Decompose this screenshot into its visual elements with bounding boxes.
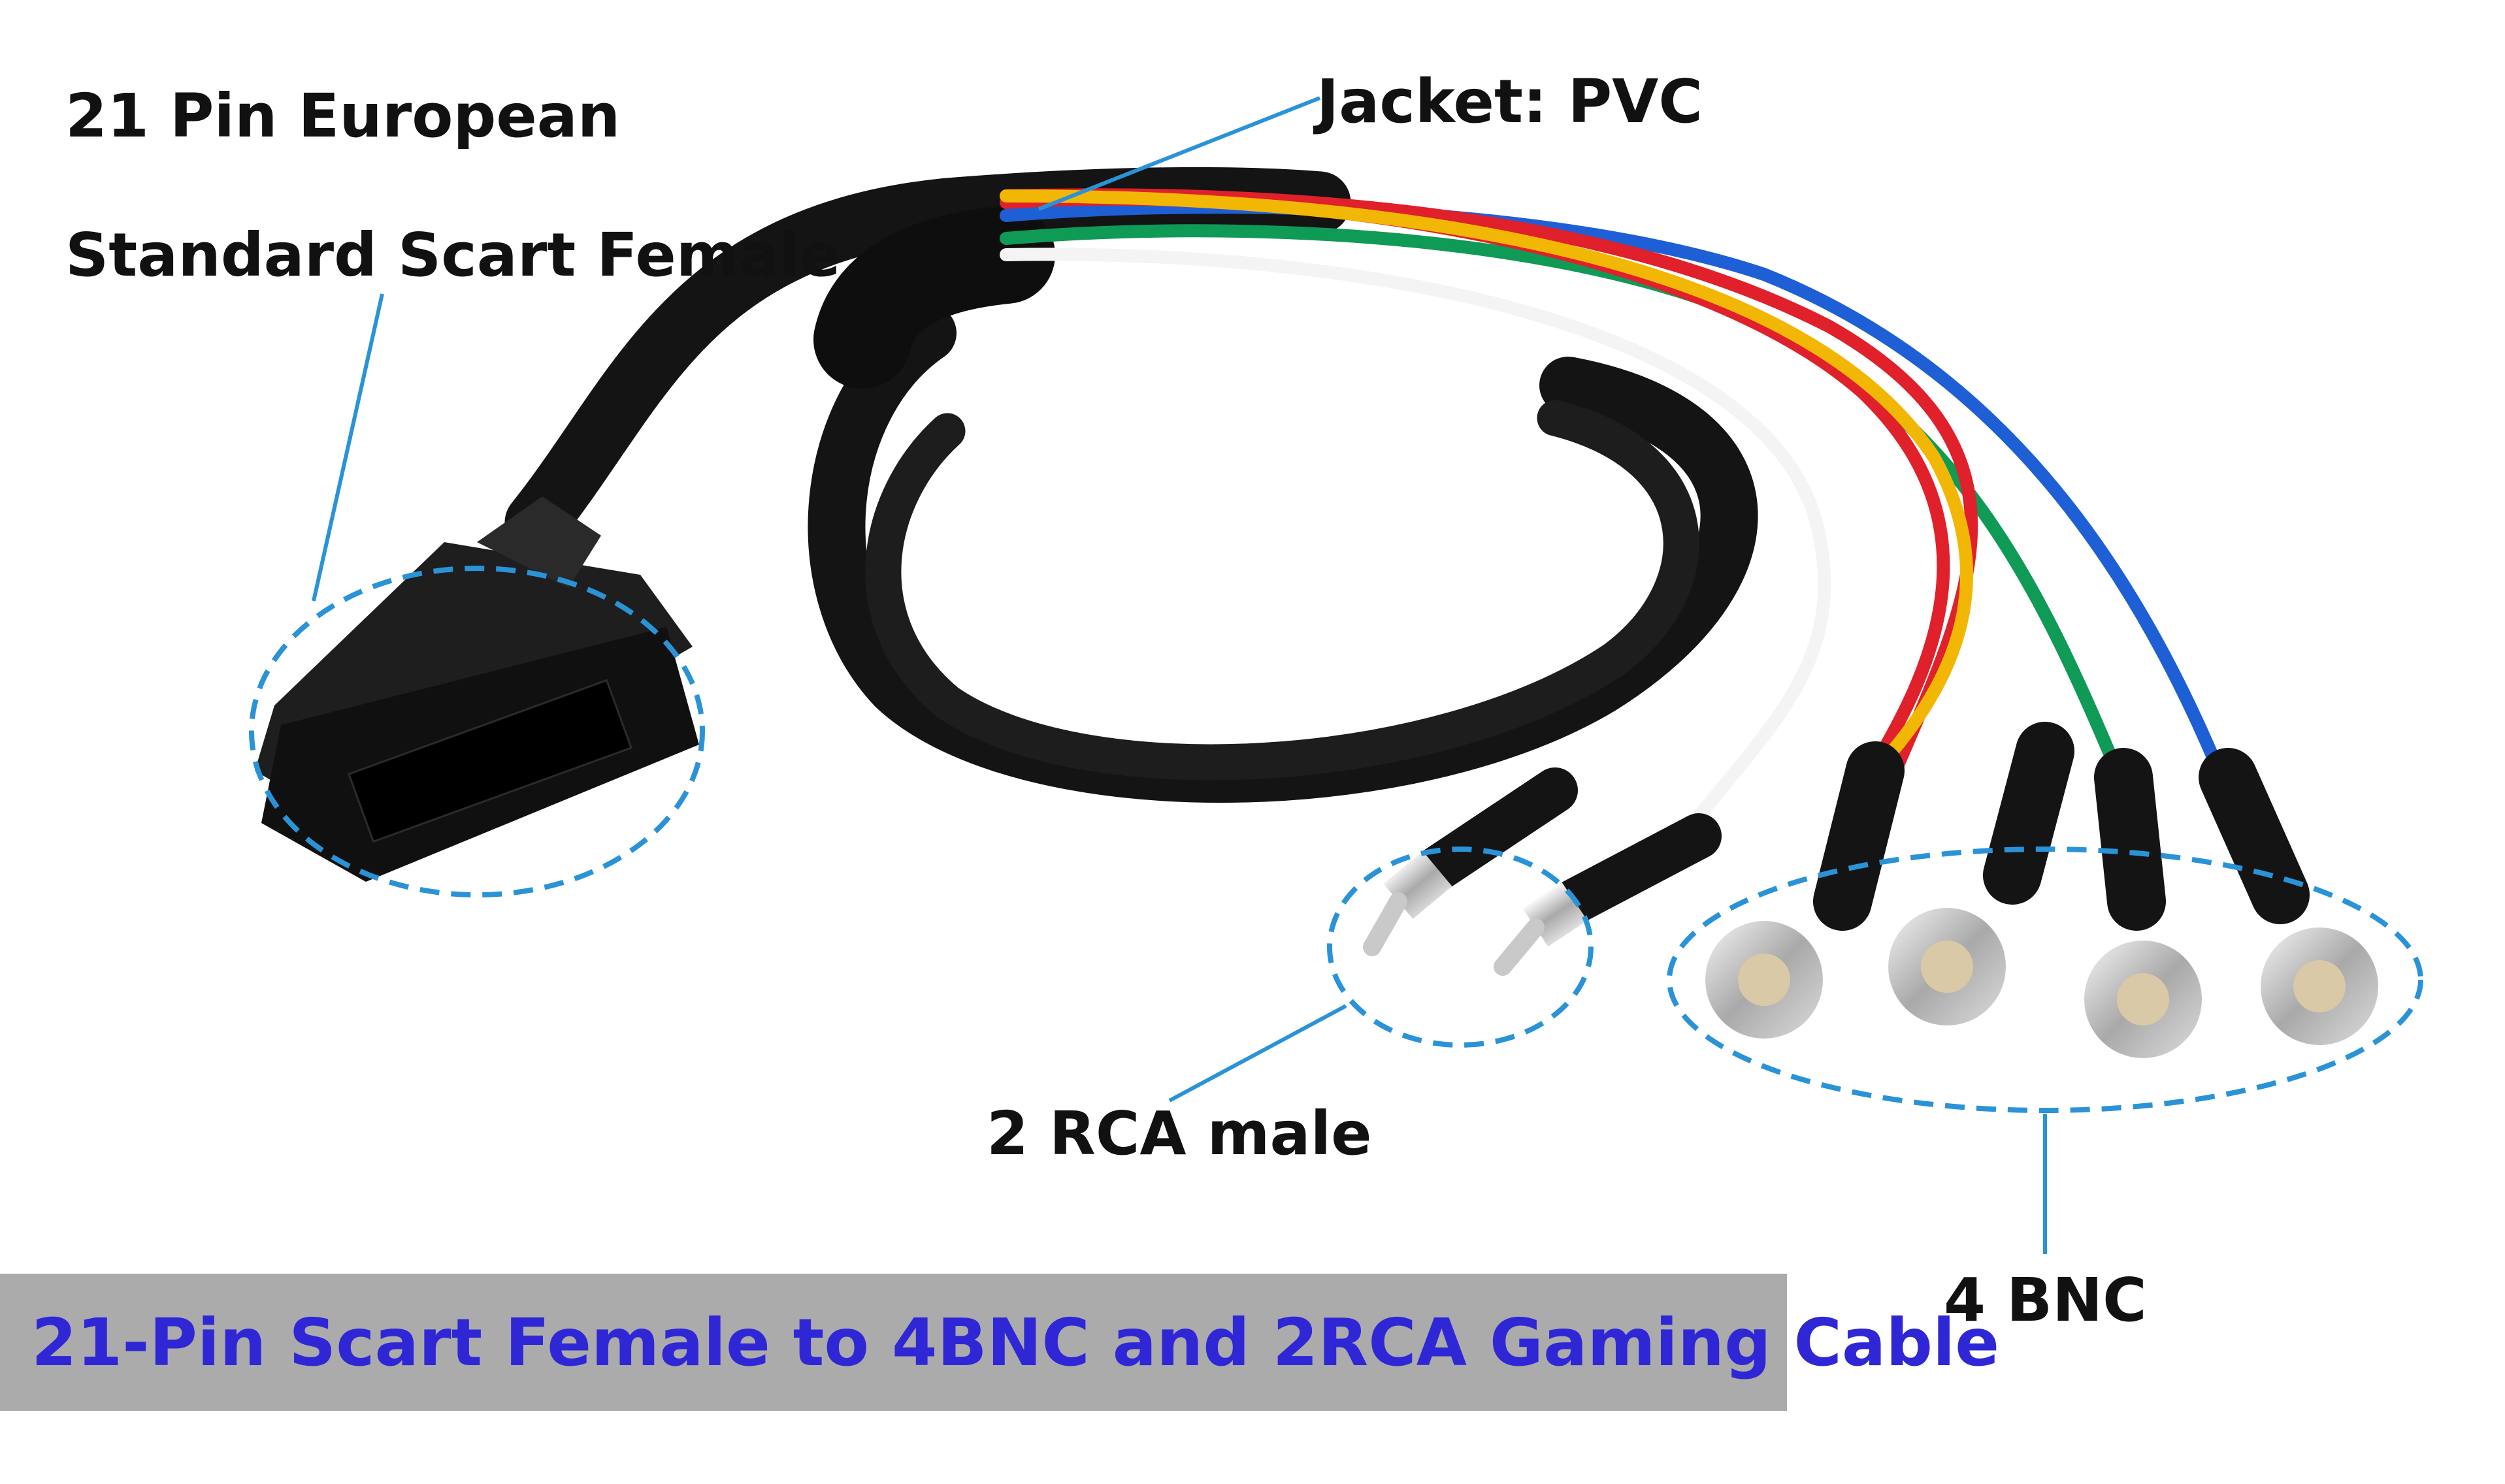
rca-connector-1 [1363, 767, 1578, 956]
bnc-connector-2 [1888, 722, 2074, 1025]
bnc-label: 4 BNC [1944, 1265, 2147, 1335]
bnc-connector-4 [2199, 748, 2378, 1045]
caption-title: 21-Pin Scart Female to 4BNC and 2RCA Gam… [31, 1304, 2000, 1381]
scart-label-line2: Standard Scart Female [65, 220, 841, 290]
rca-label: 2 RCA male [987, 1099, 1372, 1169]
heat-shrink-sleeve [813, 206, 1055, 389]
jacket-label: Jacket: PVC [1317, 67, 1703, 137]
scart-label-line1: 21 Pin European [65, 81, 621, 151]
scart-connector [255, 496, 699, 882]
bnc-connector-3 [2084, 748, 2202, 1058]
rca-connector-2 [1494, 813, 1722, 976]
colored-wires [1000, 188, 2228, 823]
callouts [249, 96, 2423, 1254]
caption-band: 21-Pin Scart Female to 4BNC and 2RCA Gam… [0, 1274, 1999, 1411]
bnc-connector-1 [1705, 741, 1905, 1039]
